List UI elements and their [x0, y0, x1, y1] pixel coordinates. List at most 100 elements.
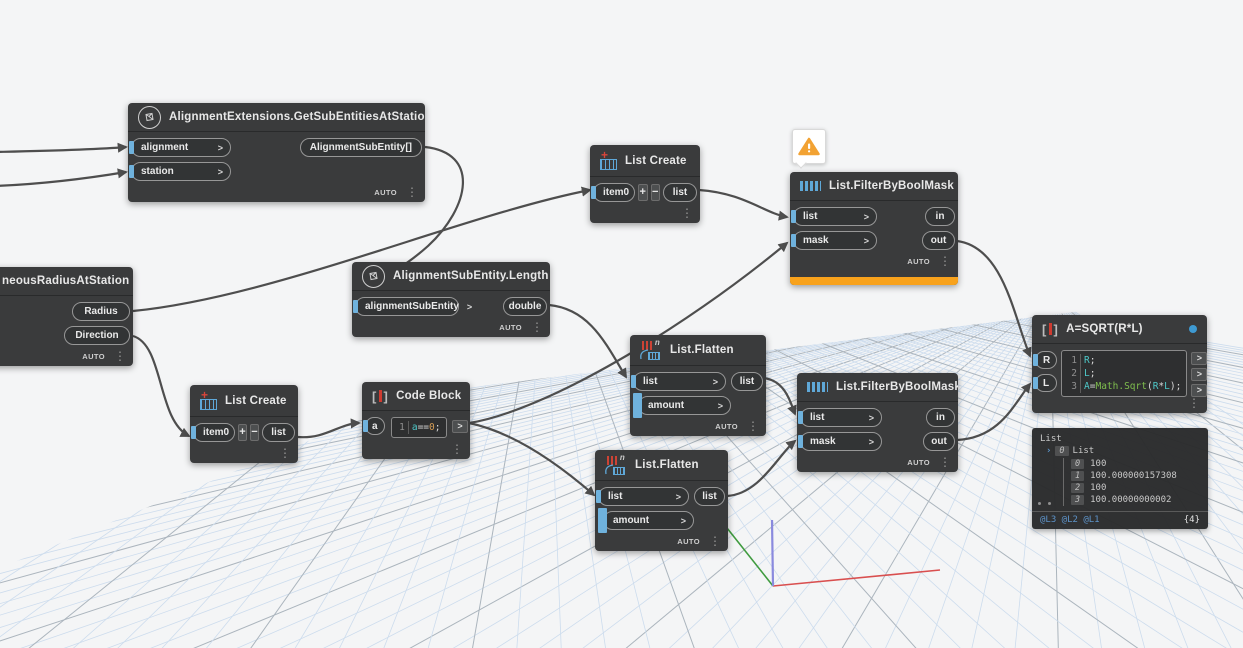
data-preview-bubble[interactable]: List › 0 List 0 100 1 100.000000157308 2…	[1032, 428, 1208, 529]
input-port-a[interactable]: a	[363, 417, 385, 435]
input-port-mask[interactable]: mask >	[798, 432, 882, 451]
output-port-list[interactable]: list	[262, 423, 295, 442]
input-port-amount[interactable]: amount >	[598, 508, 694, 533]
warning-bubble[interactable]	[792, 129, 826, 164]
output-port-radius[interactable]: Radius	[72, 302, 130, 321]
input-port-alignmentsubentity[interactable]: alignmentSubEntity >	[353, 297, 472, 316]
wire-listcreate1-to-filter1-list[interactable]	[698, 188, 789, 221]
node-menu-icon[interactable]: ⋮	[939, 455, 951, 469]
node-header[interactable]: [] A=SQRT(R*L)	[1032, 315, 1207, 344]
node-menu-icon[interactable]: ⋮	[939, 254, 951, 268]
wire-offscreen-to-alignment[interactable]	[0, 142, 128, 153]
wire-double-to-flatten1-list[interactable]	[548, 303, 627, 379]
wire-listcreate2-to-codeblock[interactable]	[297, 418, 361, 439]
node-instantaneous-radius-at-station[interactable]: neousRadiusAtStation Radius Direction AU…	[0, 267, 133, 366]
preview-item: 2 100	[1071, 482, 1208, 494]
node-menu-icon[interactable]: ⋮	[451, 442, 463, 456]
input-port-L[interactable]: L	[1033, 374, 1057, 392]
wire-codeblock-to-flatten2-list[interactable]	[468, 421, 596, 497]
input-port-list[interactable]: list >	[631, 372, 726, 391]
node-menu-icon[interactable]: ⋮	[406, 185, 418, 199]
node-list-flatten-top[interactable]: n List.Flatten list > list amount >	[630, 335, 766, 436]
node-filter-by-bool-mask-top[interactable]: List.FilterByBoolMask list > in mask > o…	[790, 172, 958, 285]
output-port-alignmentsubentity[interactable]: AlignmentSubEntity[]	[299, 138, 422, 157]
input-port-R[interactable]: R	[1033, 351, 1057, 369]
node-header[interactable]: + List Create	[590, 145, 700, 177]
wire-filter2-out-to-sqrt-L[interactable]	[956, 382, 1032, 442]
output-port-caret[interactable]: >	[452, 420, 468, 433]
list-levels-label[interactable]: @L3 @L2 @L1	[1040, 515, 1100, 525]
remove-input-button[interactable]: −	[650, 184, 660, 201]
lacing-indicator[interactable]: AUTO	[907, 457, 930, 467]
node-header[interactable]: [] Code Block	[362, 382, 470, 411]
preview-resize-dots[interactable]	[1038, 502, 1051, 505]
node-menu-icon[interactable]: ⋮	[531, 320, 543, 334]
lacing-indicator[interactable]: AUTO	[374, 187, 397, 197]
node-header[interactable]: + List Create	[190, 385, 298, 417]
node-list-create-bottom[interactable]: + List Create item0 + − list ⋮	[190, 385, 298, 463]
node-header[interactable]: n List.Flatten	[630, 335, 766, 366]
input-port-list[interactable]: list >	[596, 487, 689, 506]
node-header[interactable]: neousRadiusAtStation	[0, 267, 133, 296]
node-filter-by-bool-mask-bottom[interactable]: List.FilterByBoolMask list > in mask > o…	[797, 373, 958, 472]
output-port-list[interactable]: list	[731, 372, 763, 391]
node-header[interactable]: AlignmentSubEntity.Length	[352, 262, 550, 291]
input-port-amount[interactable]: amount >	[633, 393, 731, 418]
wire-offscreen-to-station[interactable]	[0, 168, 128, 187]
output-port-out[interactable]: out	[923, 432, 955, 451]
output-port-out[interactable]: out	[922, 231, 955, 250]
expand-arrow-icon[interactable]: ›	[1046, 446, 1052, 456]
code-editor[interactable]: 1 R; 2 L; 3 A=Math.Sqrt(R*L);	[1061, 350, 1188, 397]
node-alignment-subentity-length[interactable]: AlignmentSubEntity.Length alignmentSubEn…	[352, 262, 550, 337]
lacing-indicator[interactable]: AUTO	[82, 351, 105, 361]
lacing-indicator[interactable]: AUTO	[499, 322, 522, 332]
wire-flatten2-to-filter2-mask[interactable]	[726, 439, 797, 498]
node-get-subentities-at-station[interactable]: AlignmentExtensions.GetSubEntitiesAtStat…	[128, 103, 425, 202]
port-caret-icon: >	[466, 301, 473, 312]
output-port-in[interactable]: in	[925, 207, 955, 226]
node-code-block[interactable]: [] Code Block a 1 a==0; > ⋮	[362, 382, 470, 459]
lacing-indicator[interactable]: AUTO	[907, 256, 930, 266]
lacing-indicator[interactable]: AUTO	[677, 536, 700, 546]
add-input-button[interactable]: +	[238, 424, 247, 441]
output-port-caret-2[interactable]: >	[1191, 368, 1208, 381]
node-list-create-top[interactable]: + List Create item0 + − list ⋮	[590, 145, 700, 223]
code-editor[interactable]: 1 a==0;	[390, 417, 447, 438]
node-header[interactable]: AlignmentExtensions.GetSubEntitiesAtStat…	[128, 103, 425, 132]
output-port-in[interactable]: in	[926, 408, 955, 427]
add-input-button[interactable]: +	[638, 184, 648, 201]
output-port-direction[interactable]: Direction	[64, 326, 130, 345]
wire-filter1-out-to-sqrt-R[interactable]	[956, 239, 1032, 358]
node-title: List.Flatten	[670, 344, 734, 356]
output-port-list[interactable]: list	[663, 183, 697, 202]
output-port-caret-3[interactable]: >	[1191, 384, 1208, 397]
node-sqrt-code-block[interactable]: [] A=SQRT(R*L) R L 1 R;	[1032, 315, 1208, 413]
input-port-list[interactable]: list >	[798, 408, 882, 427]
input-port-station[interactable]: station >	[129, 162, 231, 181]
preview-pinned-indicator[interactable]	[1189, 325, 1197, 333]
input-port-list[interactable]: list >	[791, 207, 877, 226]
node-header[interactable]: n List.Flatten	[595, 450, 728, 481]
wire-direction-to-listcreate2[interactable]	[132, 334, 191, 437]
node-header[interactable]: List.FilterByBoolMask	[797, 373, 958, 402]
input-port-alignment[interactable]: alignment >	[129, 138, 231, 157]
node-menu-icon[interactable]: ⋮	[681, 206, 693, 220]
lacing-indicator[interactable]: AUTO	[715, 421, 738, 431]
y-axis-line	[726, 527, 774, 587]
node-menu-icon[interactable]: ⋮	[747, 419, 759, 433]
node-menu-icon[interactable]: ⋮	[114, 349, 126, 363]
input-port-item0[interactable]: item0	[591, 183, 635, 202]
input-port-item0[interactable]: item0	[191, 423, 235, 442]
output-port-caret-1[interactable]: >	[1191, 352, 1208, 365]
wire-flatten1-to-filter2-list[interactable]	[763, 376, 797, 416]
output-port-list[interactable]: list	[694, 487, 725, 506]
output-port-double[interactable]: double	[503, 297, 547, 316]
node-menu-icon[interactable]: ⋮	[1188, 396, 1200, 410]
node-list-flatten-bottom[interactable]: n List.Flatten list > list amount >	[595, 450, 728, 551]
remove-input-button[interactable]: −	[250, 424, 259, 441]
node-menu-icon[interactable]: ⋮	[279, 446, 291, 460]
node-menu-icon[interactable]: ⋮	[709, 534, 721, 548]
node-header[interactable]: List.FilterByBoolMask	[790, 172, 958, 201]
input-port-mask[interactable]: mask >	[791, 231, 877, 250]
